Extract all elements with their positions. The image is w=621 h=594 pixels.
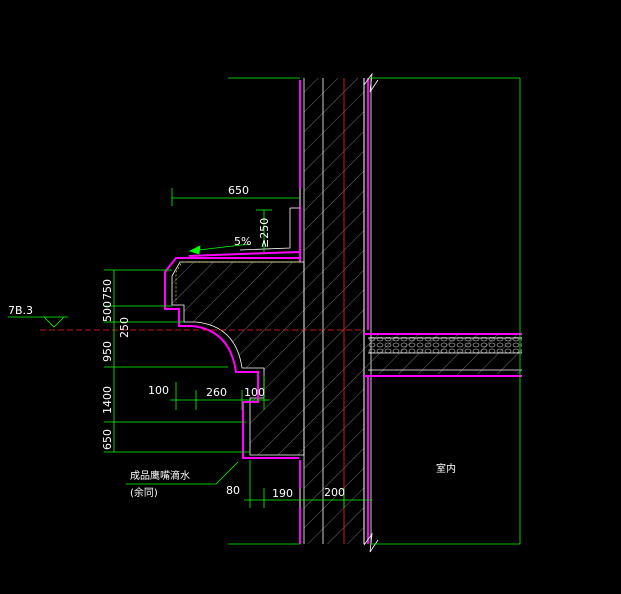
dim-200: 200	[324, 486, 345, 499]
wall-section	[299, 72, 379, 553]
dim-80: 80	[226, 484, 240, 497]
dim-1400: 1400	[101, 386, 114, 414]
dim-top-width: 650	[228, 184, 249, 197]
level-mark: 7B.3	[8, 304, 33, 317]
dim-upturn-height: ≥250	[258, 218, 271, 248]
dim-100-right: 100	[244, 386, 265, 399]
dim-190: 190	[272, 487, 293, 500]
note-line-1: 成品鹰嘴滴水	[130, 469, 190, 482]
dimension-lines	[8, 77, 521, 545]
dim-slope: 5%	[234, 235, 251, 248]
dim-950: 950	[101, 341, 114, 362]
room-label: 室内	[436, 462, 456, 475]
dim-500: 500	[101, 301, 114, 322]
dim-750: 750	[101, 279, 114, 300]
floor-slab	[364, 333, 522, 377]
dim-650-bottom: 650	[101, 429, 114, 450]
dim-100-left: 100	[148, 384, 169, 397]
cornice-profile	[164, 198, 305, 459]
dim-250: 250	[118, 317, 131, 338]
dim-260: 260	[206, 386, 227, 399]
note-line-2: (余同)	[130, 486, 158, 499]
